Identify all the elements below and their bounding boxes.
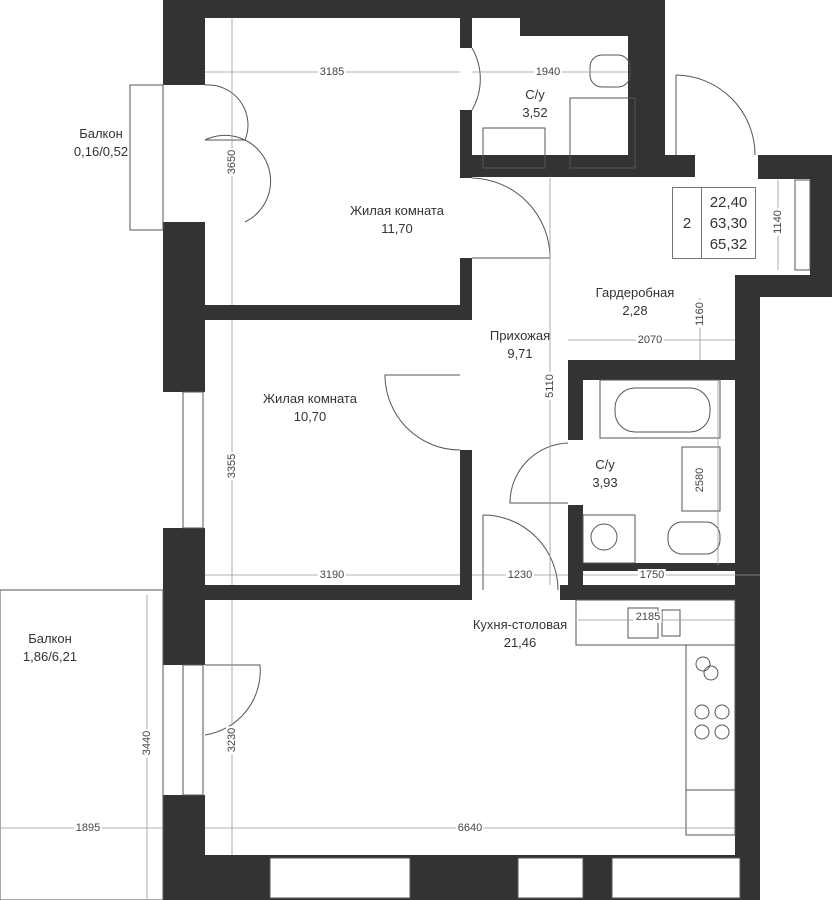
dim-label: 3440 — [141, 728, 153, 758]
room-label-hallway: Прихожая 9,71 — [490, 327, 550, 363]
room-name: Прихожая — [489, 328, 551, 343]
room-area: 11,70 — [381, 221, 413, 236]
room-label-bedroom-1: Жилая комната 11,70 — [350, 202, 444, 238]
dim-label: 3650 — [226, 147, 238, 177]
dim-label: 1230 — [505, 569, 535, 581]
area-with-balcony: 65,32 — [709, 235, 748, 253]
room-label-wardrobe: Гардеробная 2,28 — [596, 284, 675, 320]
fixtures — [482, 54, 736, 836]
room-area: 2,28 — [622, 303, 648, 318]
room-area: 21,46 — [503, 635, 537, 650]
room-name: С/у — [595, 457, 615, 472]
room-name: С/у — [525, 87, 545, 102]
apartment-summary: 2 22,40 63,30 65,32 — [672, 187, 756, 259]
room-name: Балкон — [79, 126, 123, 141]
dim-label: 1140 — [772, 208, 784, 236]
room-name: Гардеробная — [595, 285, 675, 300]
room-name: Жилая комната — [350, 203, 444, 218]
dim-label: 6640 — [455, 822, 485, 834]
balconies — [0, 84, 164, 900]
doors — [204, 47, 756, 736]
dim-label: 3230 — [226, 725, 238, 755]
dim-label: 2185 — [633, 611, 663, 623]
room-label-bathroom-2: С/у 3,93 — [592, 456, 617, 492]
room-label-balcony-1: Балкон 0,16/0,52 — [74, 125, 128, 161]
dim-label: 1160 — [694, 300, 706, 328]
total-area: 63,30 — [709, 214, 748, 232]
dim-label: 1750 — [637, 569, 667, 581]
dim-label: 1895 — [73, 822, 103, 834]
dim-label: 5110 — [544, 372, 556, 400]
dim-label: 2580 — [694, 465, 706, 495]
dim-label: 3355 — [226, 451, 238, 481]
room-label-bathroom-1: С/у 3,52 — [522, 86, 547, 122]
living-area: 22,40 — [709, 193, 748, 211]
room-label-kitchen: Кухня-столовая 21,46 — [473, 616, 567, 652]
room-label-bedroom-2: Жилая комната 10,70 — [263, 390, 357, 426]
dim-label: 2070 — [635, 334, 665, 346]
walls — [163, 0, 832, 900]
room-area: 10,70 — [293, 409, 327, 424]
room-name: Жилая комната — [263, 391, 357, 406]
room-name: Кухня-столовая — [472, 617, 568, 632]
room-area: 3,93 — [592, 475, 618, 490]
room-area: 0,16/0,52 — [73, 144, 129, 159]
room-name: Балкон — [28, 631, 72, 646]
room-label-balcony-2: Балкон 1,86/6,21 — [23, 630, 77, 666]
room-area: 3,52 — [522, 105, 548, 120]
room-area: 9,71 — [507, 346, 533, 361]
windows — [182, 179, 811, 899]
dim-label: 3185 — [317, 66, 347, 78]
dim-label: 3190 — [317, 569, 347, 581]
dim-label: 1940 — [533, 66, 563, 78]
room-area: 1,86/6,21 — [22, 649, 78, 664]
room-count: 2 — [673, 188, 702, 258]
